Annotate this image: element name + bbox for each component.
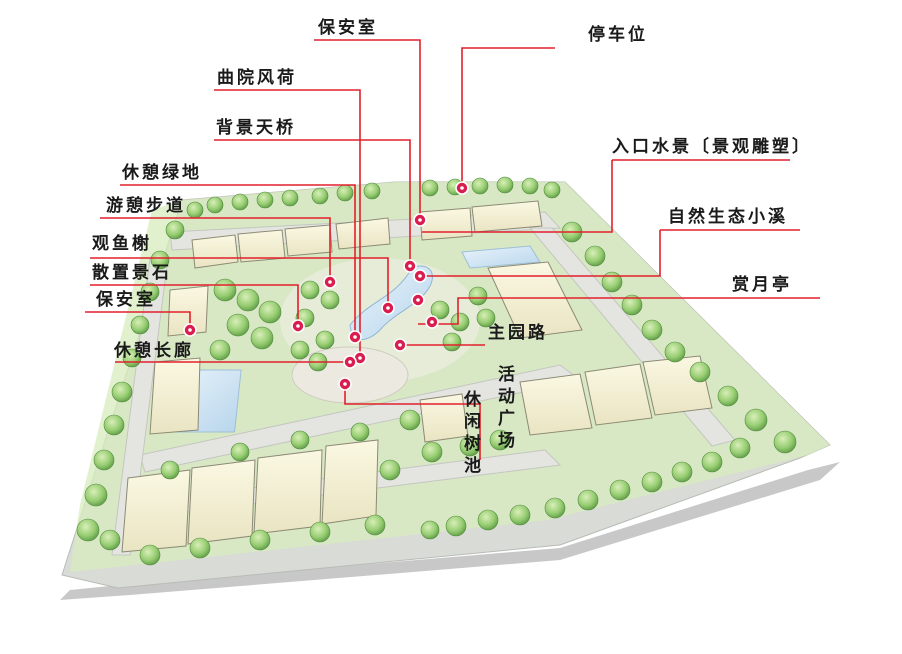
label-security-left: 保安室 bbox=[95, 289, 156, 310]
pin-rest-green[interactable] bbox=[348, 330, 362, 344]
label-scattered-stones: 散置景石 bbox=[92, 262, 172, 283]
pin-fish-pavilion[interactable] bbox=[381, 301, 395, 315]
label-security-top: 保安室 bbox=[317, 17, 378, 38]
pin-water[interactable] bbox=[425, 315, 439, 329]
label-parking: 停车位 bbox=[588, 24, 648, 45]
label-leisure-pool: 休闲树池 bbox=[463, 389, 482, 476]
vertical-labels: 活动广场 休闲树池 bbox=[463, 364, 515, 476]
label-rest-corridor: 休憩长廊 bbox=[113, 340, 194, 361]
pin-natural-stream[interactable] bbox=[413, 269, 427, 283]
label-back-bridge: 背景天桥 bbox=[216, 117, 296, 138]
label-entrance-water: 入口水景〔景观雕塑〕 bbox=[612, 136, 812, 157]
pin-activity-plaza[interactable] bbox=[338, 377, 352, 391]
label-rest-green: 休憩绿地 bbox=[121, 162, 202, 183]
label-main-road: 主园路 bbox=[488, 322, 548, 343]
pin-rest-corridor[interactable] bbox=[343, 355, 357, 369]
label-walk-path: 游憩步道 bbox=[106, 195, 186, 216]
buildings-left-bottom bbox=[121, 285, 379, 553]
pin-walk-path[interactable] bbox=[323, 275, 337, 289]
pin-scattered-stones[interactable] bbox=[291, 319, 305, 333]
pin-security-top[interactable] bbox=[413, 213, 427, 227]
buildings-right bbox=[419, 261, 713, 443]
label-moon-pavilion: 赏月亭 bbox=[732, 274, 792, 295]
pin-security-left[interactable] bbox=[183, 323, 197, 337]
tree-canopy bbox=[76, 176, 797, 566]
map-labels: 保安室 停车位 曲院风荷 背景天桥 入口水景〔景观雕塑〕 休憩绿地 游憩步道 自… bbox=[91, 17, 812, 361]
pin-back-bridge[interactable] bbox=[403, 259, 417, 273]
location-pins bbox=[183, 181, 469, 391]
leader-lines bbox=[85, 39, 820, 460]
pin-parking[interactable] bbox=[455, 181, 469, 195]
label-curved-lotus: 曲院风荷 bbox=[217, 67, 297, 88]
label-natural-stream: 自然生态小溪 bbox=[668, 206, 788, 227]
label-activity-plaza: 活动广场 bbox=[498, 364, 515, 451]
pin-moon-pavilion[interactable] bbox=[411, 293, 425, 307]
label-fish-pavilion: 观鱼榭 bbox=[91, 233, 152, 254]
pin-main-road[interactable] bbox=[393, 338, 407, 352]
